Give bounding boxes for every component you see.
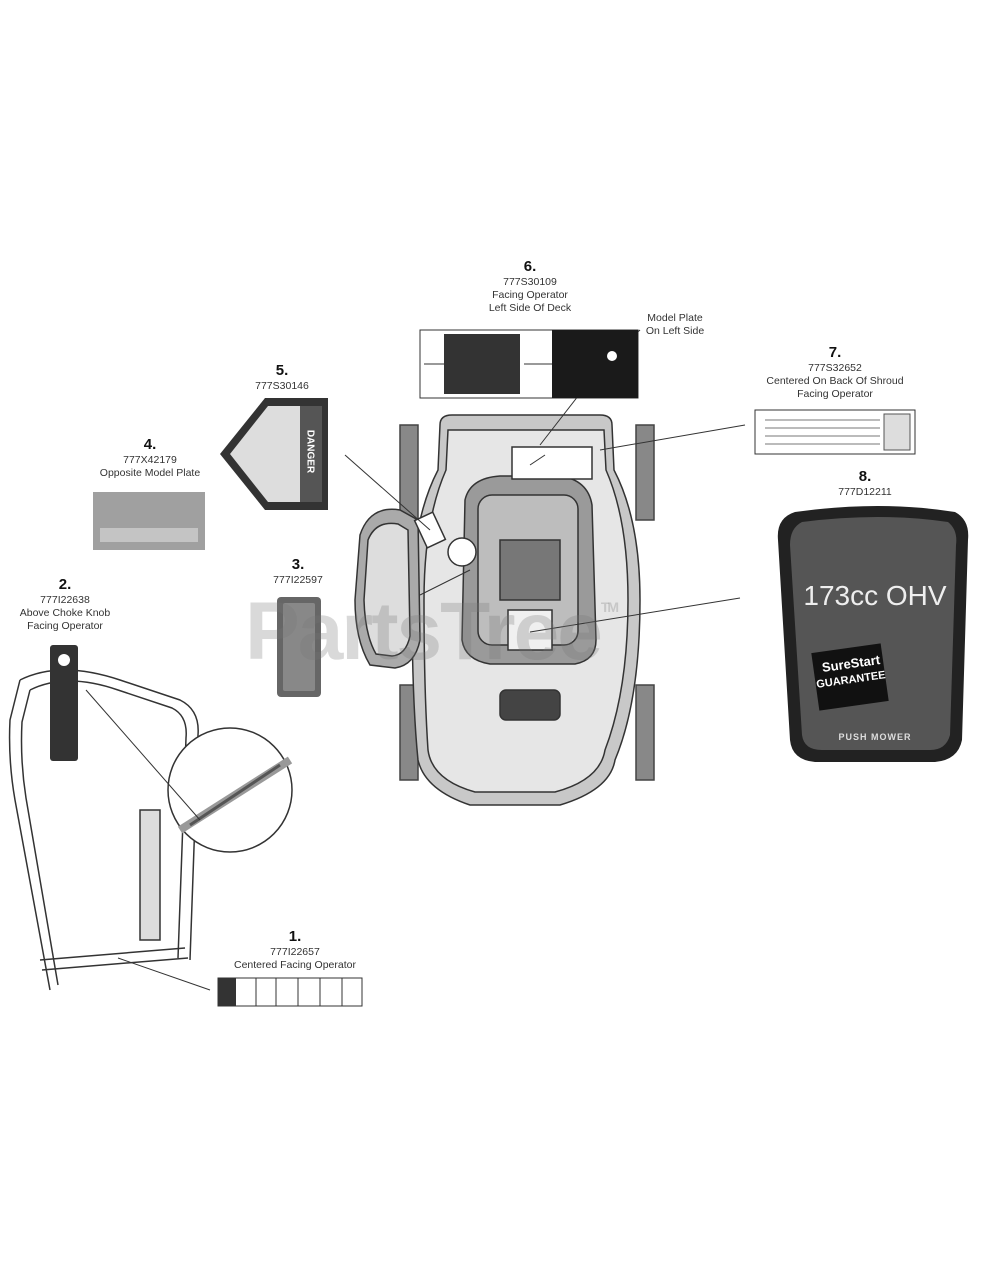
callout-description: Facing Operator	[27, 620, 103, 632]
decal-5	[220, 398, 328, 510]
callout-part-number: 777I22597	[273, 574, 323, 586]
decal-3	[277, 597, 321, 697]
callout-7: 7. 777S32652 Centered On Back Of Shroud …	[745, 344, 925, 401]
callout-5: 5. 777S30146	[232, 362, 332, 393]
callout-part-number: 777S32652	[808, 362, 862, 374]
decal-7	[754, 409, 916, 455]
callout-6: 6. 777S30109 Facing Operator Left Side O…	[460, 258, 600, 315]
callout-part-number: 777I22657	[270, 946, 320, 958]
callout-description: Facing Operator	[492, 289, 568, 301]
callout-number: 2.	[58, 576, 72, 593]
callout-number: 8.	[858, 468, 872, 485]
watermark-text: PartsTree	[245, 586, 603, 677]
mower-deck	[354, 414, 655, 806]
watermark: PartsTreeTM	[245, 585, 619, 679]
model-plate-note-line: Model Plate	[647, 312, 703, 324]
decal-8	[777, 506, 969, 762]
callout-number: 1.	[288, 928, 302, 945]
callout-description: Above Choke Knob	[19, 607, 111, 619]
callout-4: 4. 777X42179 Opposite Model Plate	[80, 436, 220, 480]
callout-1: 1. 777I22657 Centered Facing Operator	[210, 928, 380, 972]
callout-3: 3. 777I22597	[248, 556, 348, 587]
callout-2: 2. 777I22638 Above Choke Knob Facing Ope…	[0, 576, 130, 633]
callout-part-number: 777X42179	[123, 454, 177, 466]
callout-description: Opposite Model Plate	[99, 467, 201, 479]
decal-4	[93, 492, 205, 550]
danger-decal-text: DANGER	[304, 429, 316, 474]
callout-part-number: 777I22638	[40, 594, 90, 606]
callout-description: Facing Operator	[797, 388, 873, 400]
callout-number: 4.	[143, 436, 157, 453]
push-mower-text: PUSH MOWER	[838, 732, 912, 742]
decal-6	[419, 329, 639, 399]
callout-number: 3.	[291, 556, 305, 573]
callout-number: 6.	[523, 258, 537, 275]
callout-part-number: 777S30109	[503, 276, 557, 288]
callout-8: 8. 777D12211	[800, 468, 930, 499]
decal-2	[50, 645, 78, 761]
model-plate-note-line: On Left Side	[645, 325, 705, 337]
callout-part-number: 777S30146	[255, 380, 309, 392]
watermark-tm: TM	[600, 599, 619, 615]
decal-1	[217, 977, 363, 1007]
callout-number: 5.	[275, 362, 289, 379]
callout-description: Centered On Back Of Shroud	[766, 375, 904, 387]
brand-decal-text: 173cc OHV	[803, 580, 947, 611]
model-plate-note: Model Plate On Left Side	[630, 312, 720, 338]
callout-number: 7.	[828, 344, 842, 361]
callout-description: Left Side Of Deck	[488, 302, 572, 314]
callout-part-number: 777D12211	[838, 486, 892, 498]
callout-description: Centered Facing Operator	[234, 959, 356, 971]
